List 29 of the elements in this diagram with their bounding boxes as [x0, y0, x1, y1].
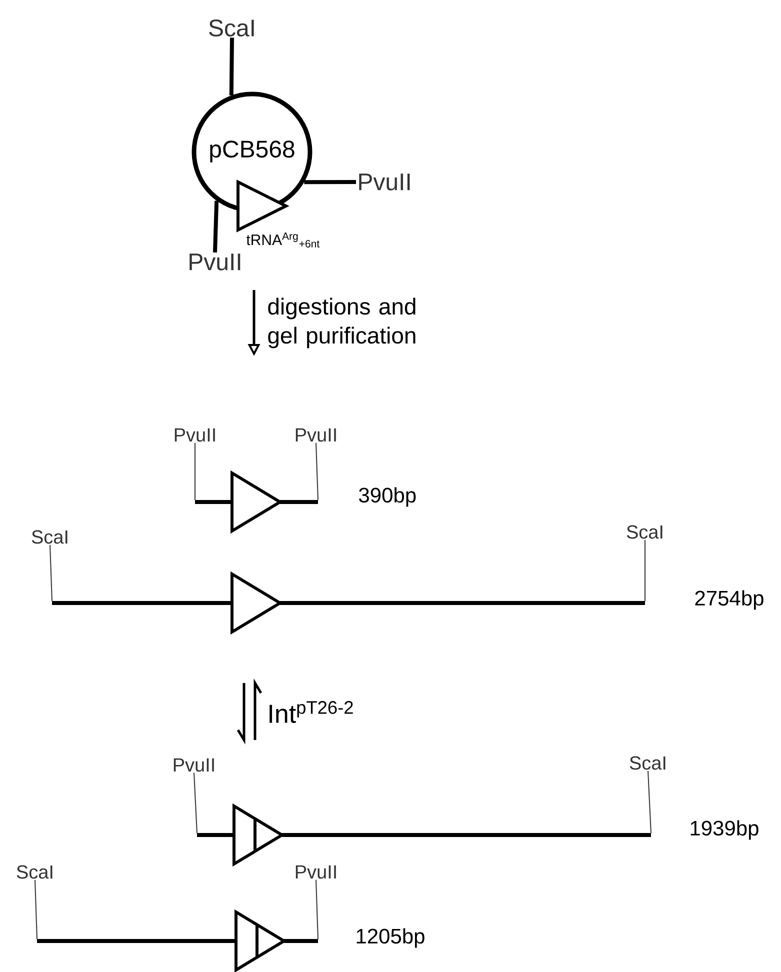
site-label: PvuII	[296, 865, 336, 879]
gene-label: tRNA$^{Arg}$+6nt	[246, 232, 320, 248]
leader-line	[34, 879, 38, 940]
site-label: ScaI	[32, 530, 68, 544]
site-label: ScaI	[209, 20, 254, 36]
leader-line	[229, 38, 234, 96]
size-label: 390bp	[359, 487, 416, 507]
site-label: PvuII	[296, 428, 336, 442]
leader-line	[50, 544, 52, 602]
site-label: PvuII	[190, 254, 240, 270]
leader-line	[213, 200, 219, 252]
site-label: PvuII	[359, 174, 410, 190]
leader-line	[644, 539, 646, 602]
leader-line	[648, 770, 652, 834]
leader-line	[316, 879, 318, 940]
step-label: digestions and gel purification	[268, 298, 416, 348]
leader-line	[194, 442, 196, 500]
size-label: 1205bp	[356, 928, 424, 948]
site-label: PvuII	[174, 428, 215, 442]
enzyme-label: Int$^{pT26-2}$	[270, 701, 353, 723]
site-label: ScaI	[630, 756, 666, 770]
leader-line	[304, 180, 356, 184]
size-label: 2754bp	[695, 590, 764, 610]
site-label: PvuII	[174, 758, 214, 772]
leader-line	[194, 772, 198, 834]
size-label: 1939bp	[690, 820, 758, 840]
site-label: ScaI	[626, 525, 662, 539]
site-label: ScaI	[16, 865, 52, 879]
leader-line	[316, 442, 318, 500]
